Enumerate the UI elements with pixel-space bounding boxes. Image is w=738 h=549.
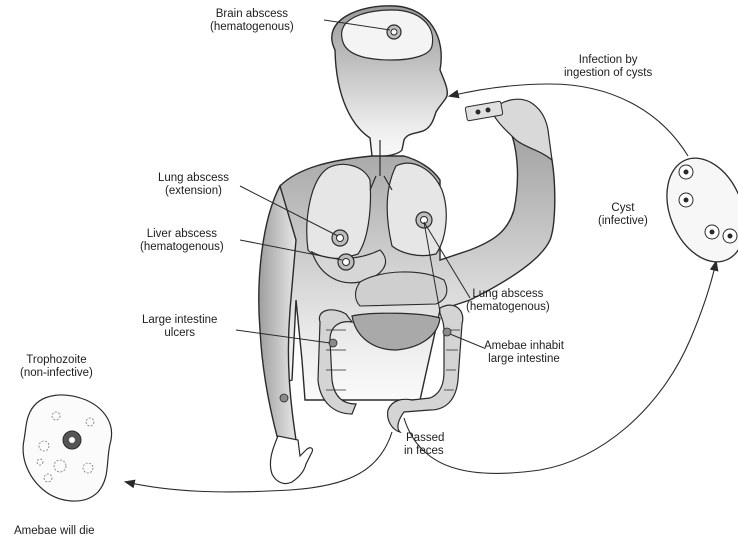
label-lung-abscess-hematogenous: Lung abscess (hematogenous) [466, 288, 550, 314]
label-text: (infective) [598, 215, 648, 228]
intestine-ulcer-mark [329, 339, 337, 347]
arrow-feces-to-trophozoite [126, 432, 392, 492]
label-text: Cyst [598, 202, 648, 215]
label-liver-abscess: Liver abscess (hematogenous) [140, 228, 224, 254]
brain-abscess-mark [387, 25, 401, 39]
label-text: (hematogenous) [140, 241, 224, 254]
label-text: in feces [404, 445, 444, 458]
label-text: (extension) [158, 185, 229, 198]
left-hand [270, 436, 312, 484]
label-trophozoite: Trophozoite (non-infective) [20, 354, 93, 380]
label-text: Brain abscess [210, 8, 294, 21]
arm-mark [280, 394, 288, 402]
label-text: Amebae inhabit [484, 340, 564, 353]
label-brain-abscess: Brain abscess (hematogenous) [210, 8, 294, 34]
trophozoite-illustration [23, 395, 111, 501]
label-text: Liver abscess [140, 228, 224, 241]
arrow-cyst-to-mouth [450, 84, 688, 156]
lung-abscess-left-mark [332, 230, 348, 246]
cyst-illustration [652, 146, 738, 273]
abdomen-organ [356, 272, 447, 306]
label-text: ingestion of cysts [564, 67, 652, 80]
intestine-ameba-mark [443, 328, 451, 336]
label-text: Lung abscess [158, 172, 229, 185]
label-text: Large intestine [142, 314, 217, 327]
label-cyst: Cyst (infective) [598, 202, 648, 228]
label-amebae-inhabit: Amebae inhabit large intestine [484, 340, 564, 366]
label-amebae-will-die: Amebae will die [14, 525, 95, 538]
human-figure [259, 6, 555, 484]
label-text: Infection by [564, 54, 652, 67]
label-lung-abscess-extension: Lung abscess (extension) [158, 172, 229, 198]
label-text: Trophozoite [20, 354, 93, 367]
label-text: Passed [404, 432, 444, 445]
label-infection: Infection by ingestion of cysts [564, 54, 652, 80]
label-large-intestine-ulcers: Large intestine ulcers [142, 314, 217, 340]
liver-abscess-mark [338, 254, 354, 270]
left-arm [259, 186, 296, 440]
label-text: (non-infective) [20, 367, 93, 380]
lung-abscess-right-mark [416, 212, 432, 228]
label-text: Lung abscess [466, 288, 550, 301]
label-text: ulcers [142, 327, 217, 340]
label-text: large intestine [484, 353, 564, 366]
label-passed-in-feces: Passed in feces [404, 432, 444, 458]
label-text: (hematogenous) [466, 301, 550, 314]
label-text: (hematogenous) [210, 21, 294, 34]
label-text: Amebae will die [14, 525, 95, 537]
